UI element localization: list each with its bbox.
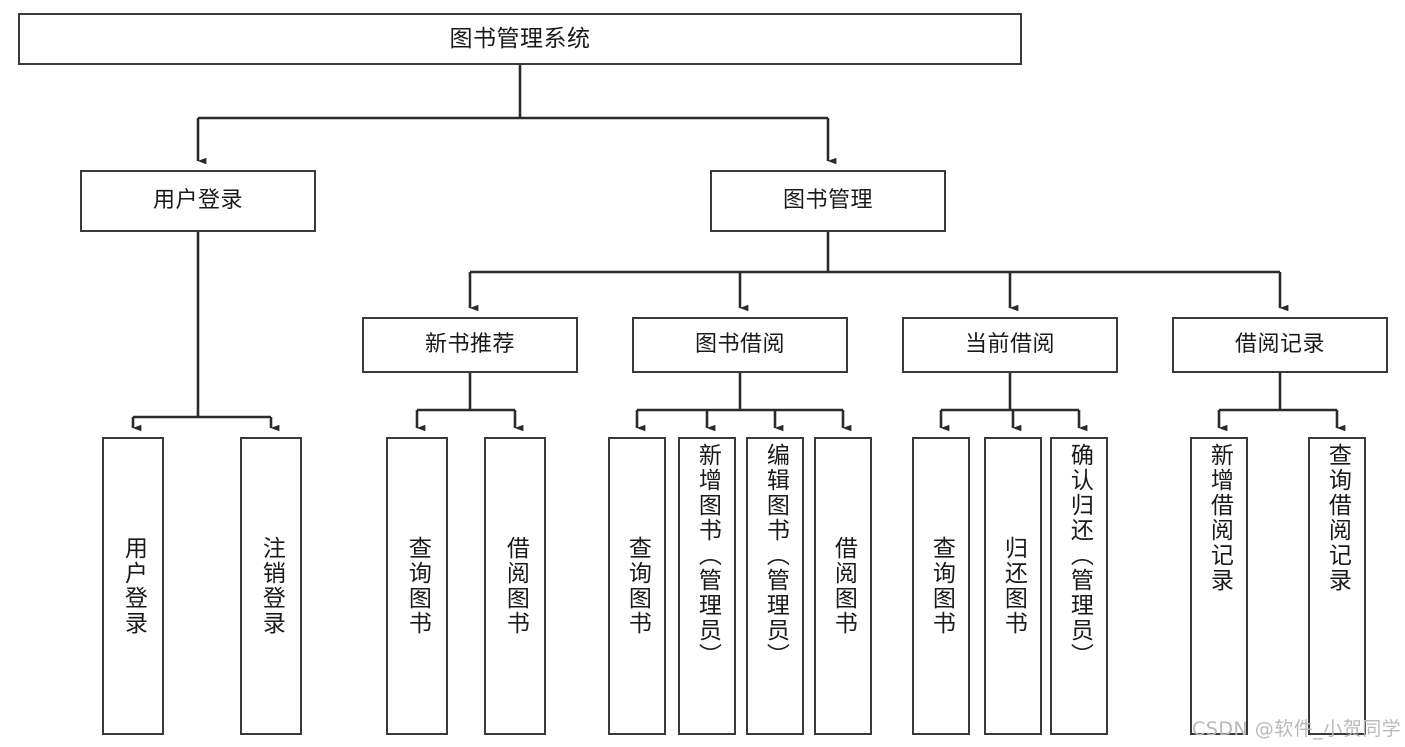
node-label: 图书管理 bbox=[782, 188, 873, 214]
node-label: 新增借阅记录 bbox=[1206, 443, 1233, 593]
leaf-query-books-borrow[interactable]: 查询图书 bbox=[608, 437, 666, 735]
leaf-borrow-books[interactable]: 借阅图书 bbox=[814, 437, 872, 735]
node-root-system[interactable]: 图书管理系统 bbox=[18, 13, 1022, 65]
node-label: 查询图书 bbox=[928, 536, 955, 636]
node-label: 借阅图书 bbox=[830, 536, 857, 636]
leaf-edit-book-admin[interactable]: 编辑图书（管理员） bbox=[746, 437, 804, 735]
node-label: 确认归还（管理员） bbox=[1066, 443, 1093, 668]
csdn-watermark: CSDN @软件_小贺同学 bbox=[1192, 718, 1402, 740]
leaf-return-books[interactable]: 归还图书 bbox=[984, 437, 1042, 735]
node-label: 图书管理系统 bbox=[449, 25, 591, 52]
node-book-management[interactable]: 图书管理 bbox=[710, 170, 946, 232]
node-borrow-records[interactable]: 借阅记录 bbox=[1172, 317, 1388, 373]
leaf-user-login[interactable]: 用户登录 bbox=[102, 437, 164, 735]
node-book-borrow[interactable]: 图书借阅 bbox=[632, 317, 848, 373]
node-user-login[interactable]: 用户登录 bbox=[80, 170, 316, 232]
leaf-add-book-admin[interactable]: 新增图书（管理员） bbox=[678, 437, 736, 735]
leaf-logout[interactable]: 注销登录 bbox=[240, 437, 302, 735]
leaf-confirm-return-admin[interactable]: 确认归还（管理员） bbox=[1050, 437, 1108, 735]
node-label: 新书推荐 bbox=[424, 332, 515, 358]
node-label: 用户登录 bbox=[120, 536, 147, 636]
leaf-add-borrow-record[interactable]: 新增借阅记录 bbox=[1190, 437, 1248, 735]
node-label: 查询借阅记录 bbox=[1324, 443, 1351, 593]
node-label: 查询图书 bbox=[404, 536, 431, 636]
node-label: 查询图书 bbox=[624, 536, 651, 636]
node-new-book-recommendation[interactable]: 新书推荐 bbox=[362, 317, 578, 373]
node-current-borrow[interactable]: 当前借阅 bbox=[902, 317, 1118, 373]
node-label: 编辑图书（管理员） bbox=[762, 443, 789, 668]
leaf-borrow-books-recommend[interactable]: 借阅图书 bbox=[484, 437, 546, 735]
leaf-query-books-current[interactable]: 查询图书 bbox=[912, 437, 970, 735]
node-label: 归还图书 bbox=[1000, 536, 1027, 636]
node-label: 当前借阅 bbox=[964, 332, 1055, 358]
node-label: 图书借阅 bbox=[694, 332, 785, 358]
leaf-query-books-recommend[interactable]: 查询图书 bbox=[386, 437, 448, 735]
node-label: 借阅图书 bbox=[502, 536, 529, 636]
leaf-query-borrow-record[interactable]: 查询借阅记录 bbox=[1308, 437, 1366, 735]
node-label: 借阅记录 bbox=[1234, 332, 1325, 358]
node-label: 注销登录 bbox=[258, 536, 285, 636]
node-label: 新增图书（管理员） bbox=[694, 443, 721, 668]
node-label: 用户登录 bbox=[152, 188, 243, 214]
